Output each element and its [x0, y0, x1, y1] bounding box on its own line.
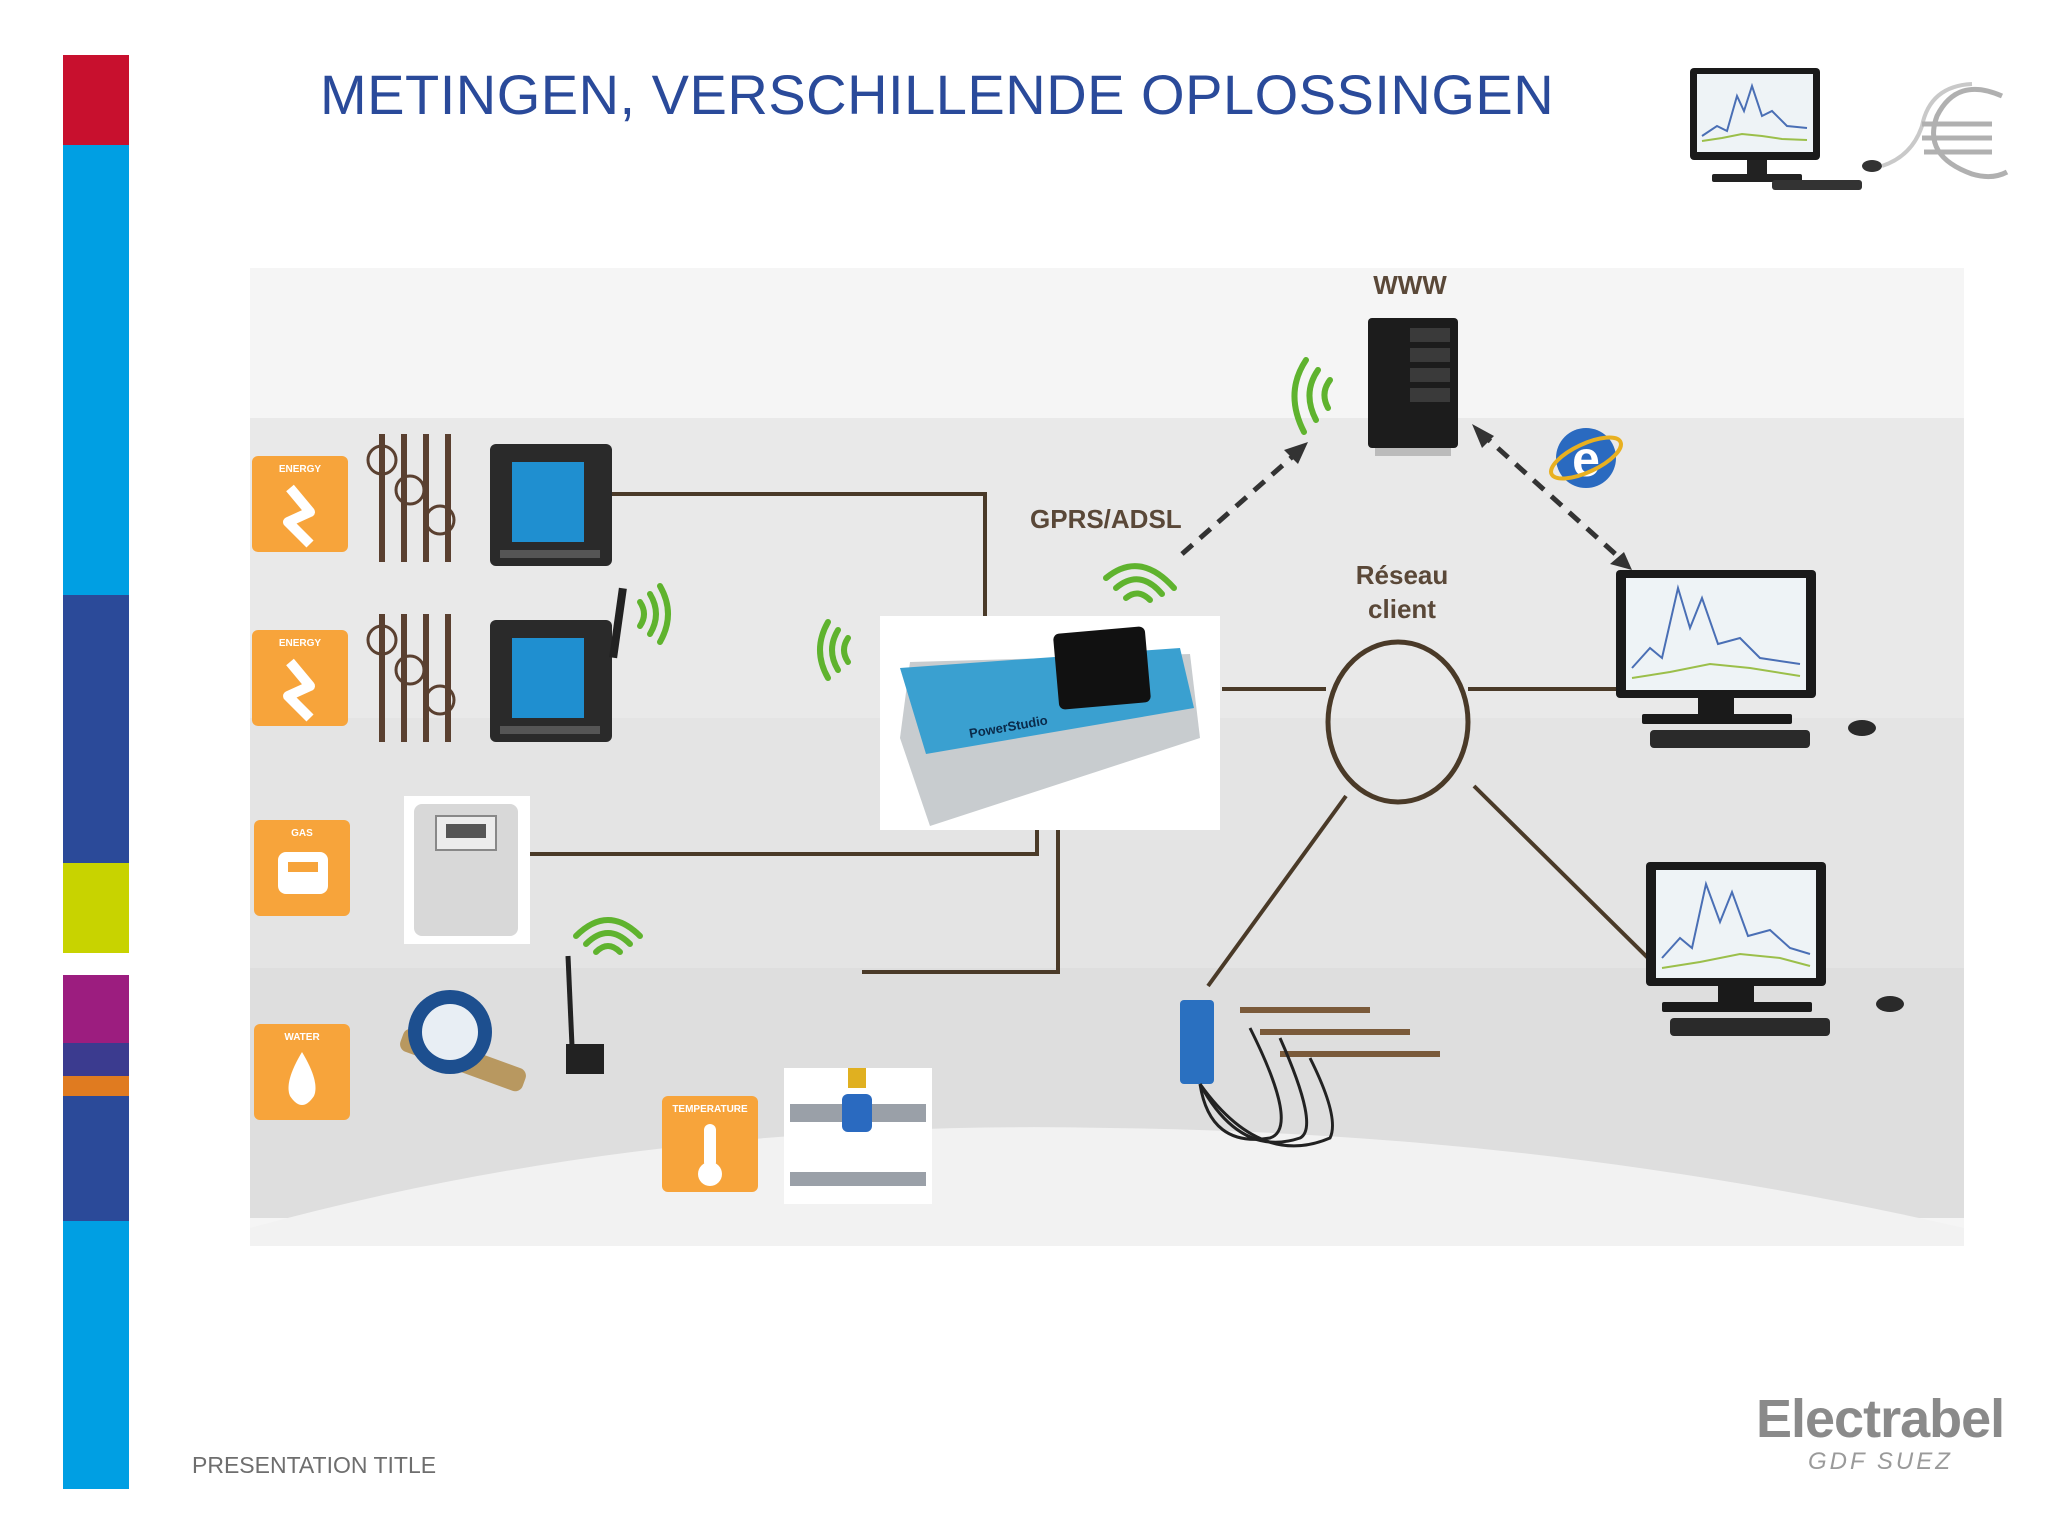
gas-meter-device	[404, 796, 530, 944]
computer-1	[1616, 570, 1876, 748]
signal-logger-icon	[817, 619, 851, 681]
wire-meter1-logger	[612, 492, 987, 616]
network-ring	[1325, 639, 1471, 805]
server-signal-icon	[1291, 357, 1333, 435]
svg-text:ENERGY: ENERGY	[279, 638, 322, 649]
color-band-orange	[63, 1076, 129, 1096]
signal-icons	[573, 563, 1177, 955]
signal-water-icon	[573, 917, 643, 955]
wire-temp-logger	[862, 800, 1060, 974]
antenna-icon	[609, 587, 627, 659]
power-meter-2	[490, 587, 627, 742]
color-band-lime	[63, 863, 129, 953]
signal-gprs-icon	[1103, 563, 1177, 603]
signal-meter2-icon	[637, 583, 671, 645]
clamp-sensor-device	[1180, 1000, 1440, 1148]
tile-water: WATER	[254, 1024, 350, 1120]
arrow-head-pc	[1610, 552, 1632, 570]
water-drop-icon	[288, 1052, 316, 1105]
wires	[530, 492, 1654, 988]
network-label-line2: client	[1368, 594, 1436, 624]
power-meter-1	[490, 444, 612, 566]
svg-text:GAS: GAS	[291, 828, 313, 839]
page-title: METINGEN, VERSCHILLENDE OPLOSSINGEN	[320, 63, 1555, 126]
thermometer-icon	[704, 1124, 716, 1168]
water-meter-device	[400, 955, 604, 1092]
www-label: WWW	[1373, 270, 1447, 300]
arrow-head-server-2	[1472, 424, 1494, 448]
tile-energy-1: ENERGY	[252, 456, 348, 552]
flow-meter-device	[784, 1068, 932, 1204]
tile-gas: GAS	[254, 820, 350, 916]
computer-2	[1646, 862, 1904, 1036]
gprs-label: GPRS/ADSL	[1030, 504, 1182, 534]
lightning-icon	[283, 658, 315, 722]
svg-text:TEMPERATURE: TEMPERATURE	[672, 1104, 748, 1115]
dashed-gprs-server	[1180, 448, 1302, 556]
arrow-head-server	[1284, 442, 1308, 464]
color-band-navy-2	[63, 1096, 129, 1221]
svg-text:WATER: WATER	[284, 1032, 320, 1043]
wire-network-pc2	[1472, 784, 1654, 964]
color-band-red	[63, 55, 129, 145]
dashed-server-pc	[1478, 430, 1624, 562]
brand-logo-text: Electrabel	[1756, 1389, 2005, 1449]
color-band-cyan	[63, 145, 129, 595]
metering-diagram: Réseau client WWW e GPRS/ADSL	[250, 268, 1964, 1246]
wire-network-sensor	[1206, 794, 1348, 988]
color-band-purple	[63, 975, 129, 1043]
server-icon	[1368, 318, 1458, 456]
tile-temperature: TEMPERATURE	[662, 1096, 758, 1192]
browser-icon: e	[1549, 428, 1623, 488]
color-band-cyan-2	[63, 1221, 129, 1489]
dashed-links	[1180, 430, 1624, 562]
lightning-icon	[283, 484, 315, 548]
wire-gas-logger	[530, 821, 1039, 856]
network-label-line1: Réseau	[1356, 560, 1449, 590]
footer-presentation-title: PRESENTATION TITLE	[192, 1452, 437, 1478]
color-band-indigo	[63, 1043, 129, 1076]
tile-energy-2: ENERGY	[252, 630, 348, 726]
brand-logo-subtext: GDF SUEZ	[1808, 1448, 1953, 1475]
color-band-navy	[63, 595, 129, 863]
current-clamps	[366, 434, 456, 742]
gas-meter-icon	[278, 852, 328, 894]
svg-text:ENERGY: ENERGY	[279, 464, 322, 475]
header-illustration	[1690, 68, 2009, 190]
data-logger-device: PowerStudio	[880, 616, 1220, 830]
